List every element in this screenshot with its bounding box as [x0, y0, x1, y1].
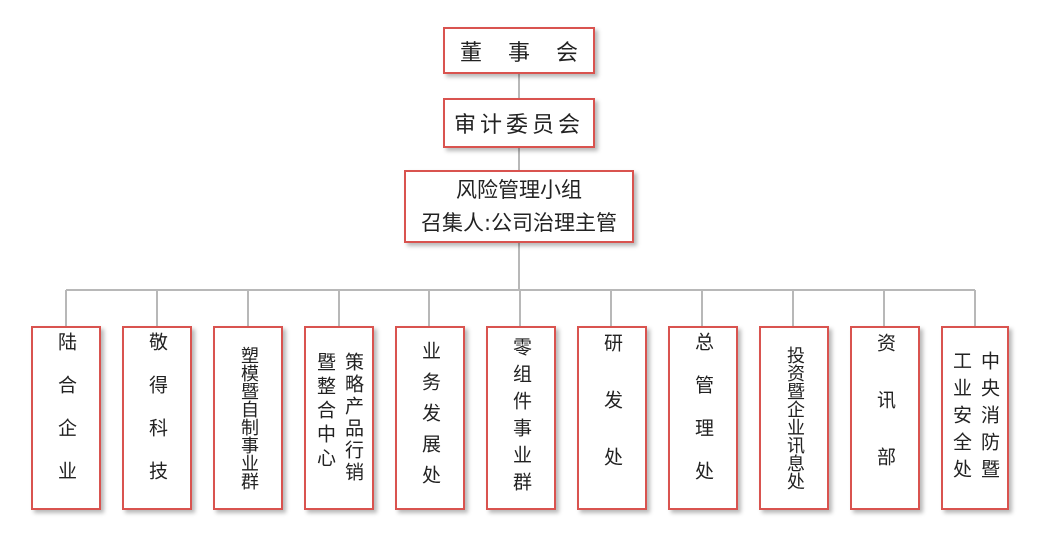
unit-label-group-ce: 策略产品行销 暨整合中心	[313, 352, 365, 484]
unit-label-ce-col2: 暨整合中心	[314, 352, 336, 472]
risk-group-convener: 召集人:公司治理主管	[420, 210, 618, 235]
unit-label-tou: 投资暨企业讯息处	[784, 346, 805, 490]
unit-label-yan: 研发处	[601, 332, 623, 504]
risk-group-box: 风险管理小组 召集人:公司治理主管	[404, 170, 634, 243]
unit-label-lu: 陆合企业	[55, 332, 77, 504]
unit-box-lu: 陆合企业	[31, 326, 101, 510]
unit-label-ling: 零组件事业群	[510, 337, 532, 499]
unit-box-ling: 零组件事业群	[486, 326, 556, 510]
unit-label-zi: 资讯部	[874, 332, 896, 504]
audit-committee-box: 审计委员会	[443, 98, 595, 148]
unit-label-group-gong: 中央消防暨 工业安全处	[949, 351, 1001, 486]
unit-label-jing: 敬得科技	[146, 332, 168, 504]
unit-box-zong: 总管理处	[668, 326, 738, 510]
board-box: 董事会	[443, 27, 595, 74]
unit-box-zi: 资讯部	[850, 326, 920, 510]
unit-label-gong-col2: 工业安全处	[950, 350, 972, 486]
unit-box-jing: 敬得科技	[122, 326, 192, 510]
unit-label-zong: 总管理处	[692, 332, 714, 504]
audit-committee-label: 审计委员会	[453, 113, 584, 138]
unit-box-ce: 策略产品行销 暨整合中心	[304, 326, 374, 510]
unit-box-su: 塑模暨自制事业群	[213, 326, 283, 510]
board-label: 董事会	[460, 40, 605, 66]
unit-box-yan: 研发处	[577, 326, 647, 510]
unit-box-gong: 中央消防暨 工业安全处	[941, 326, 1009, 510]
unit-label-su: 塑模暨自制事业群	[238, 346, 259, 490]
unit-box-tou: 投资暨企业讯息处	[759, 326, 829, 510]
unit-box-ye: 业务发展处	[395, 326, 465, 510]
risk-group-title: 风险管理小组	[456, 177, 582, 202]
unit-label-ce-col1: 策略产品行销	[342, 352, 364, 484]
unit-label-ye: 业务发展处	[419, 340, 441, 496]
unit-label-gong-col1: 中央消防暨	[978, 350, 1000, 486]
